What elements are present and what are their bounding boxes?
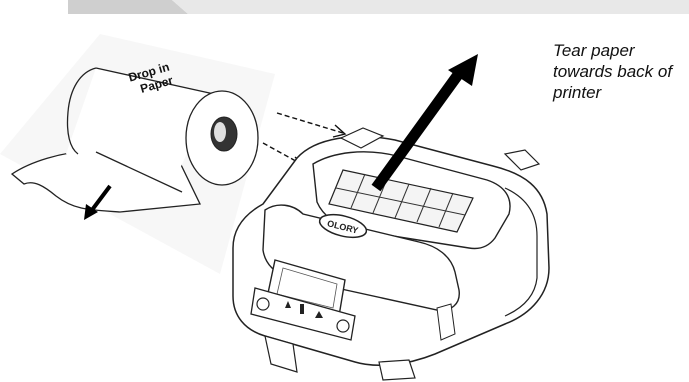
header-band	[68, 0, 689, 14]
paper-direction-arrow-shaft	[90, 184, 112, 212]
brand-badge	[318, 213, 368, 239]
tear-instruction-caption: Tear paper towards back of printer	[553, 40, 689, 103]
battery-indicator-icon	[300, 304, 304, 314]
header-band-left	[68, 0, 188, 14]
roll-body-fill	[66, 68, 215, 194]
caption-line-1: Tear paper	[553, 41, 635, 60]
header-band-right	[172, 0, 689, 14]
lcd-inner	[276, 267, 338, 309]
error-indicator-icon	[315, 311, 323, 318]
printer-clip	[339, 127, 385, 149]
power-button	[256, 297, 270, 311]
slot-rib	[438, 192, 454, 228]
printer-side-clip	[503, 149, 541, 171]
tear-arrow-shaft	[371, 68, 465, 192]
printer-foot-left	[264, 335, 298, 373]
roll-core-highlight	[214, 122, 226, 142]
paper-slot	[328, 169, 474, 233]
caption-line-3: printer	[553, 83, 602, 102]
tear-arrow-head	[448, 54, 478, 86]
slot-rib	[416, 187, 432, 223]
roll-left-end	[66, 67, 97, 155]
caption-line-2: towards back of	[553, 62, 673, 81]
insertion-arrow-upper-head	[332, 124, 347, 138]
feed-button	[336, 319, 350, 333]
tear-direction-arrow	[371, 54, 478, 192]
paper-roll-illustration: Drop in Paper	[0, 34, 275, 274]
roll-top-edge	[95, 67, 215, 95]
bluetooth-indicator-icon	[285, 301, 291, 308]
slot-rib	[350, 173, 366, 209]
printer-side-port	[436, 303, 456, 341]
insertion-arrow-upper	[276, 112, 344, 134]
tear-bar-edge	[335, 187, 466, 216]
roll-bottom-edge	[95, 151, 183, 193]
paper-direction-arrow-head	[84, 204, 98, 220]
printer-right-side	[504, 187, 538, 317]
printer-illustration: OLORY	[232, 127, 550, 381]
printer-foot-right	[378, 359, 416, 381]
slot-rib	[394, 183, 410, 219]
